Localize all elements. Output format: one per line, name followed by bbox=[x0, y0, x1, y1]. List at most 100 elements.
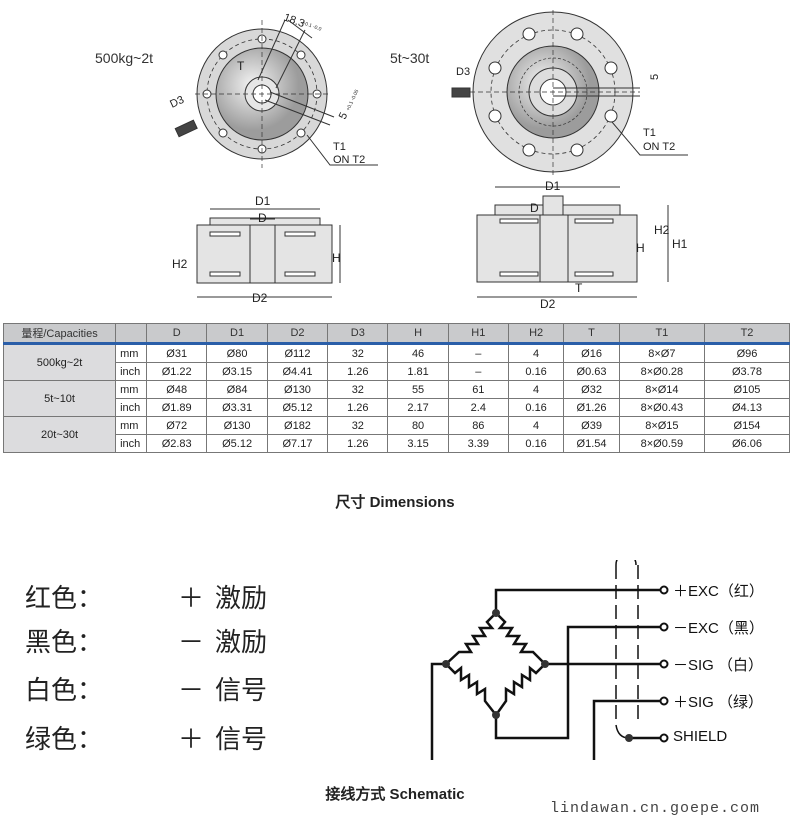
value-cell: Ø80 bbox=[206, 343, 268, 363]
legend-meaning: 信号 bbox=[215, 725, 268, 755]
capacity-cell: 500kg~2t bbox=[2, 343, 117, 381]
legend-sign: － bbox=[178, 628, 205, 658]
value-cell: Ø6.06 bbox=[703, 434, 790, 453]
value-cell: 0.16 bbox=[507, 434, 565, 453]
wiring-schematic bbox=[430, 560, 669, 760]
value-cell: Ø3.78 bbox=[703, 362, 790, 381]
unit-cell: mm bbox=[115, 380, 147, 399]
terminal-label: －SIG （白） bbox=[673, 657, 764, 674]
value-cell: 32 bbox=[327, 343, 389, 363]
legend-sign: － bbox=[178, 676, 205, 706]
value-cell: Ø112 bbox=[266, 343, 329, 363]
value-cell: Ø105 bbox=[703, 380, 790, 399]
unit-cell: mm bbox=[115, 416, 147, 435]
value-cell: 1.26 bbox=[327, 398, 389, 417]
value-cell: 0.16 bbox=[507, 362, 565, 381]
value-cell: Ø3.15 bbox=[206, 362, 268, 381]
svg-text:D1: D1 bbox=[545, 179, 561, 193]
legend-color: 黑色： bbox=[25, 628, 104, 658]
value-cell: Ø16 bbox=[563, 343, 620, 363]
value-cell: Ø5.12 bbox=[266, 398, 329, 417]
right-model-label: 5t~30t bbox=[390, 50, 430, 66]
legend-sign: ＋ bbox=[178, 584, 205, 614]
column-header: H2 bbox=[507, 323, 565, 345]
svg-text:D2: D2 bbox=[252, 291, 268, 305]
capacity-cell: 20t~30t bbox=[2, 416, 117, 453]
side-view-small bbox=[196, 208, 341, 298]
svg-text:D3: D3 bbox=[456, 66, 470, 78]
svg-text:T: T bbox=[575, 281, 583, 295]
legend-meaning: 信号 bbox=[215, 676, 268, 706]
value-cell: 80 bbox=[387, 416, 449, 435]
value-cell: 32 bbox=[327, 380, 389, 399]
svg-text:H: H bbox=[636, 241, 645, 255]
legend-color: 绿色： bbox=[25, 725, 104, 755]
column-header: D2 bbox=[266, 323, 329, 345]
terminal-label: ＋SIG （绿） bbox=[673, 694, 764, 711]
value-cell: – bbox=[447, 362, 509, 381]
value-cell: 61 bbox=[447, 380, 509, 399]
column-header: T2 bbox=[703, 323, 790, 345]
column-header: D bbox=[145, 323, 208, 345]
column-header: T1 bbox=[618, 323, 705, 345]
value-cell: Ø130 bbox=[206, 416, 268, 435]
column-header bbox=[115, 323, 147, 345]
value-cell: Ø3.31 bbox=[206, 398, 268, 417]
value-cell: Ø1.54 bbox=[563, 434, 620, 453]
value-cell: – bbox=[447, 343, 509, 363]
value-cell: 55 bbox=[387, 380, 449, 399]
svg-text:D1: D1 bbox=[255, 194, 271, 208]
value-cell: 4 bbox=[507, 380, 565, 399]
terminal-label: －EXC（黑） bbox=[673, 620, 764, 637]
value-cell: 0.16 bbox=[507, 398, 565, 417]
terminal-label: ＋EXC（红） bbox=[673, 583, 764, 600]
top-view-large bbox=[451, 10, 688, 175]
svg-text:T1: T1 bbox=[333, 141, 346, 153]
side-small-labels: D1 D D2 H H2 bbox=[172, 194, 341, 305]
svg-text:D: D bbox=[258, 211, 267, 225]
svg-text:T1: T1 bbox=[643, 127, 656, 139]
unit-cell: inch bbox=[115, 362, 147, 381]
value-cell: 4 bbox=[507, 416, 565, 435]
svg-text:H: H bbox=[332, 251, 341, 265]
svg-text:H2: H2 bbox=[654, 223, 670, 237]
schematic-title: 接线方式 Schematic bbox=[325, 786, 465, 803]
unit-cell: inch bbox=[115, 398, 147, 417]
unit-cell: mm bbox=[115, 343, 147, 363]
side-large-labels: D1 D D2 T H H2 H1 bbox=[530, 179, 688, 311]
svg-text:ON T2: ON T2 bbox=[643, 141, 675, 153]
value-cell: Ø4.13 bbox=[703, 398, 790, 417]
value-cell: Ø7.17 bbox=[266, 434, 329, 453]
value-cell: 8×Ø7 bbox=[618, 343, 705, 363]
value-cell: Ø1.89 bbox=[145, 398, 208, 417]
legend-meaning: 激励 bbox=[215, 584, 268, 614]
side-view-large bbox=[476, 186, 669, 298]
legend-color: 白色： bbox=[25, 676, 104, 706]
value-cell: 46 bbox=[387, 343, 449, 363]
watermark: lindawan.cn.goepe.com bbox=[549, 800, 760, 817]
value-cell: 1.81 bbox=[387, 362, 449, 381]
slot-depth-label: 5 bbox=[337, 111, 350, 122]
value-cell: 1.26 bbox=[327, 434, 389, 453]
value-cell: Ø2.83 bbox=[145, 434, 208, 453]
value-cell: Ø32 bbox=[563, 380, 620, 399]
value-cell: Ø5.12 bbox=[206, 434, 268, 453]
value-cell: Ø96 bbox=[703, 343, 790, 363]
value-cell: Ø0.63 bbox=[563, 362, 620, 381]
column-header: D3 bbox=[327, 323, 389, 345]
value-cell: 8×Ø0.28 bbox=[618, 362, 705, 381]
value-cell: Ø31 bbox=[145, 343, 208, 363]
value-cell: Ø72 bbox=[145, 416, 208, 435]
dimensions-title: 尺寸 Dimensions bbox=[335, 494, 455, 511]
legend-meaning: 激励 bbox=[215, 628, 268, 658]
value-cell: 86 bbox=[447, 416, 509, 435]
column-header: 量程/Capacities bbox=[2, 323, 117, 345]
value-cell: 4 bbox=[507, 343, 565, 363]
